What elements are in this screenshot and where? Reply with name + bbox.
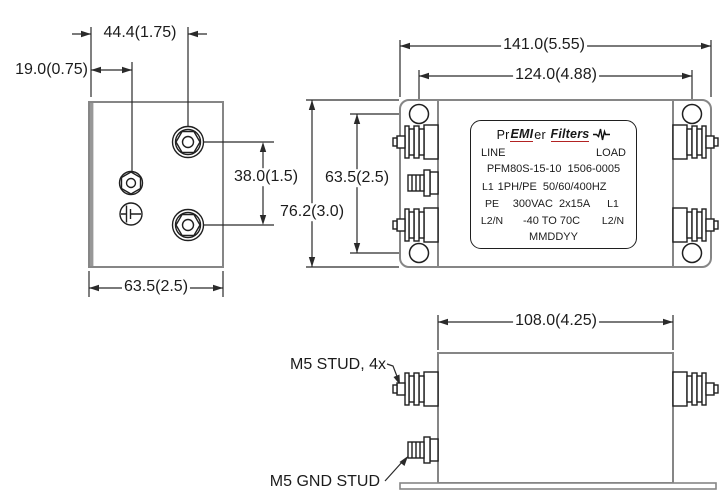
mounting-hole bbox=[681, 103, 703, 125]
label-terminal-l1-left: L1 bbox=[481, 180, 494, 193]
side-view-body-outline bbox=[437, 352, 674, 484]
mounting-hole bbox=[681, 242, 703, 264]
end-view-dimension-lines bbox=[72, 27, 274, 297]
brand-mid: er bbox=[534, 127, 546, 142]
terminal-stud bbox=[392, 371, 439, 407]
mounting-hole bbox=[408, 242, 430, 264]
dim-overall-depth: 76.2(3.0) bbox=[277, 203, 347, 221]
dim-stud-spacing: 38.0(1.5) bbox=[231, 168, 301, 186]
end-view-dimension-arrows bbox=[81, 30, 267, 292]
callout-m5-stud: M5 STUD, 4x bbox=[289, 356, 386, 373]
end-view-terminal-bottom bbox=[171, 208, 205, 242]
end-view-pe-nut bbox=[118, 170, 144, 196]
brand-pre: Pr bbox=[496, 127, 510, 142]
label-load: LOAD bbox=[596, 146, 626, 159]
label-terminal-pe-left: PE bbox=[484, 197, 499, 210]
mounting-hole bbox=[408, 103, 430, 125]
end-view-case-outline bbox=[88, 101, 224, 268]
dim-overall-width: 141.0(5.55) bbox=[501, 36, 587, 54]
end-view-flange-edge bbox=[90, 103, 94, 266]
callout-m5-gnd-stud: M5 GND STUD bbox=[269, 473, 380, 490]
terminal-stud bbox=[672, 371, 719, 407]
label-date-code: MMDDYY bbox=[529, 231, 578, 243]
label-phase: 1PH/PE 50/60/400HZ bbox=[497, 180, 607, 193]
pulse-icon bbox=[593, 128, 611, 141]
label-rating: 300VAC 2x15A bbox=[512, 197, 591, 210]
end-view-terminal-top bbox=[171, 125, 205, 159]
ground-symbol-icon bbox=[119, 202, 143, 226]
end-view bbox=[72, 27, 274, 297]
dim-stud-offset-x: 44.4(1.75) bbox=[101, 24, 179, 42]
brand-filters: Filters bbox=[550, 127, 590, 142]
side-view-baseplate bbox=[399, 482, 717, 490]
dim-pe-offset-x: 19.0(0.75) bbox=[15, 61, 88, 78]
dim-hole-spacing-x: 124.0(4.88) bbox=[513, 66, 599, 84]
top-view-dimension-arrows bbox=[308, 42, 711, 267]
dim-depth: 63.5(2.5) bbox=[121, 278, 191, 296]
label-temp: -40 TO 70C bbox=[522, 214, 581, 227]
label-line: LINE bbox=[481, 146, 506, 159]
side-view bbox=[384, 315, 719, 490]
label-terminal-l2n-right: L2/N bbox=[601, 214, 625, 227]
gnd-stud bbox=[407, 436, 439, 464]
dim-body-width: 108.0(4.25) bbox=[513, 312, 599, 330]
label-model: PFM80S-15-10 1506-0005 bbox=[486, 163, 621, 175]
label-terminal-l1-right: L1 bbox=[607, 197, 619, 210]
dim-hole-spacing-y: 63.5(2.5) bbox=[322, 169, 392, 187]
brand-emi: EMI bbox=[510, 127, 534, 142]
label-terminal-l2n-left: L2/N bbox=[480, 214, 504, 227]
